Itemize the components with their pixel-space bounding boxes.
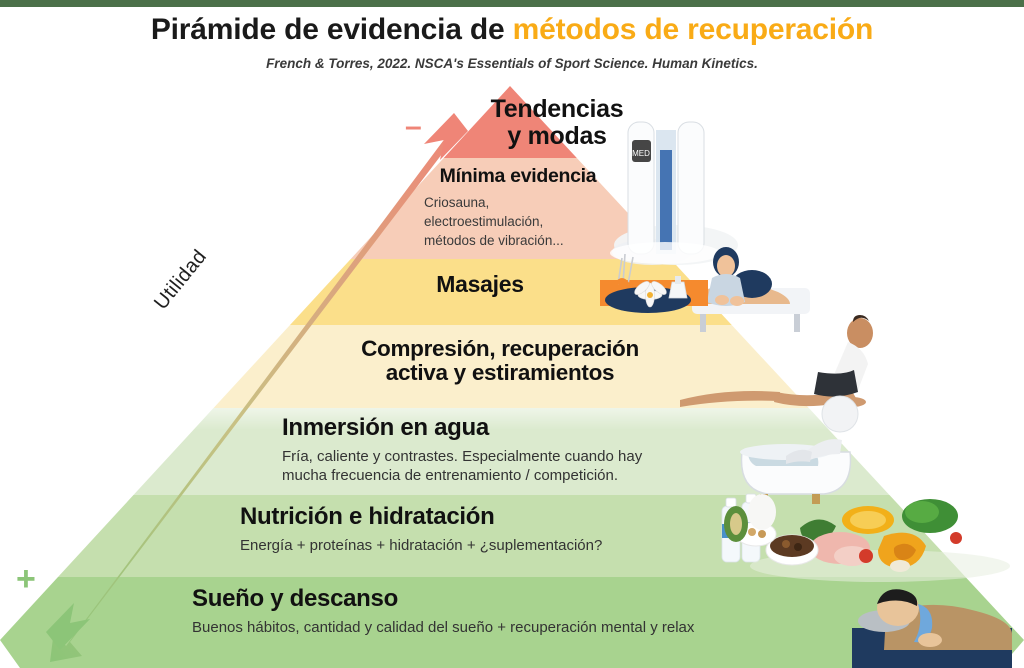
level-sub-minima-line1: Criosauna,: [424, 195, 490, 210]
page-title-highlight: métodos de recuperación: [512, 13, 874, 46]
level-label-compresion: Compresión, recuperación activa y estira…: [300, 336, 700, 386]
svg-text:MED: MED: [632, 149, 650, 158]
level-sub-inmersion-line2: mucha frecuencia de entrenamiento / comp…: [282, 467, 619, 485]
level-label-tendencias-line2: y modas: [507, 122, 607, 150]
band-sheen: [0, 408, 1024, 430]
level-label-tendencias-line1: Tendencias: [490, 95, 624, 123]
level-label-tendencias: Tendencias y modas: [432, 96, 682, 150]
level-sub-minima-line3: métodos de vibración...: [424, 233, 564, 249]
page-title-main: Pirámide de evidencia de: [150, 13, 513, 46]
bathtub-image: [740, 395, 859, 504]
utility-high-sign: +: [16, 560, 36, 598]
spa-items-image: [600, 253, 708, 313]
level-label-compresion-line1: Compresión, recuperación: [361, 336, 639, 361]
level-sub-sueno: Buenos hábitos, cantidad y calidad del s…: [192, 619, 695, 636]
level-label-masajes: Masajes: [436, 271, 524, 297]
level-label-compresion-line2: activa y estiramientos: [385, 360, 615, 386]
utility-arrow[interactable]: [46, 113, 468, 662]
page-title: Pirámide de evidencia de métodos de recu…: [0, 13, 1024, 47]
level-sub-inmersion-line1: Fría, caliente y contrastes. Especialmen…: [282, 448, 643, 465]
top-accent-bar: [0, 0, 1024, 7]
level-label-nutricion: Nutrición e hidratación: [240, 503, 495, 530]
level-label-minima-evidencia: Mínima evidencia: [439, 165, 597, 187]
healthy-food-image: [724, 494, 1010, 582]
level-sub-nutricion: Energía + proteínas + hidratación + ¿sup…: [240, 537, 603, 554]
level-label-inmersion: Inmersión en agua: [282, 414, 489, 441]
sleeping-person-image: [852, 589, 1013, 668]
level-sub-minima-evidencia: Criosauna, electroestimulación, métodos …: [424, 193, 654, 250]
level-sub-minima-line2: electroestimulación,: [424, 214, 544, 230]
massage-therapist-image: [690, 247, 810, 332]
level-sub-inmersion: Fría, caliente y contrastes. Especialmen…: [282, 447, 752, 485]
source-citation: French & Torres, 2022. NSCA's Essentials…: [266, 56, 758, 71]
level-label-sueno: Sueño y descanso: [192, 585, 398, 612]
utility-low-sign: –: [405, 110, 422, 143]
